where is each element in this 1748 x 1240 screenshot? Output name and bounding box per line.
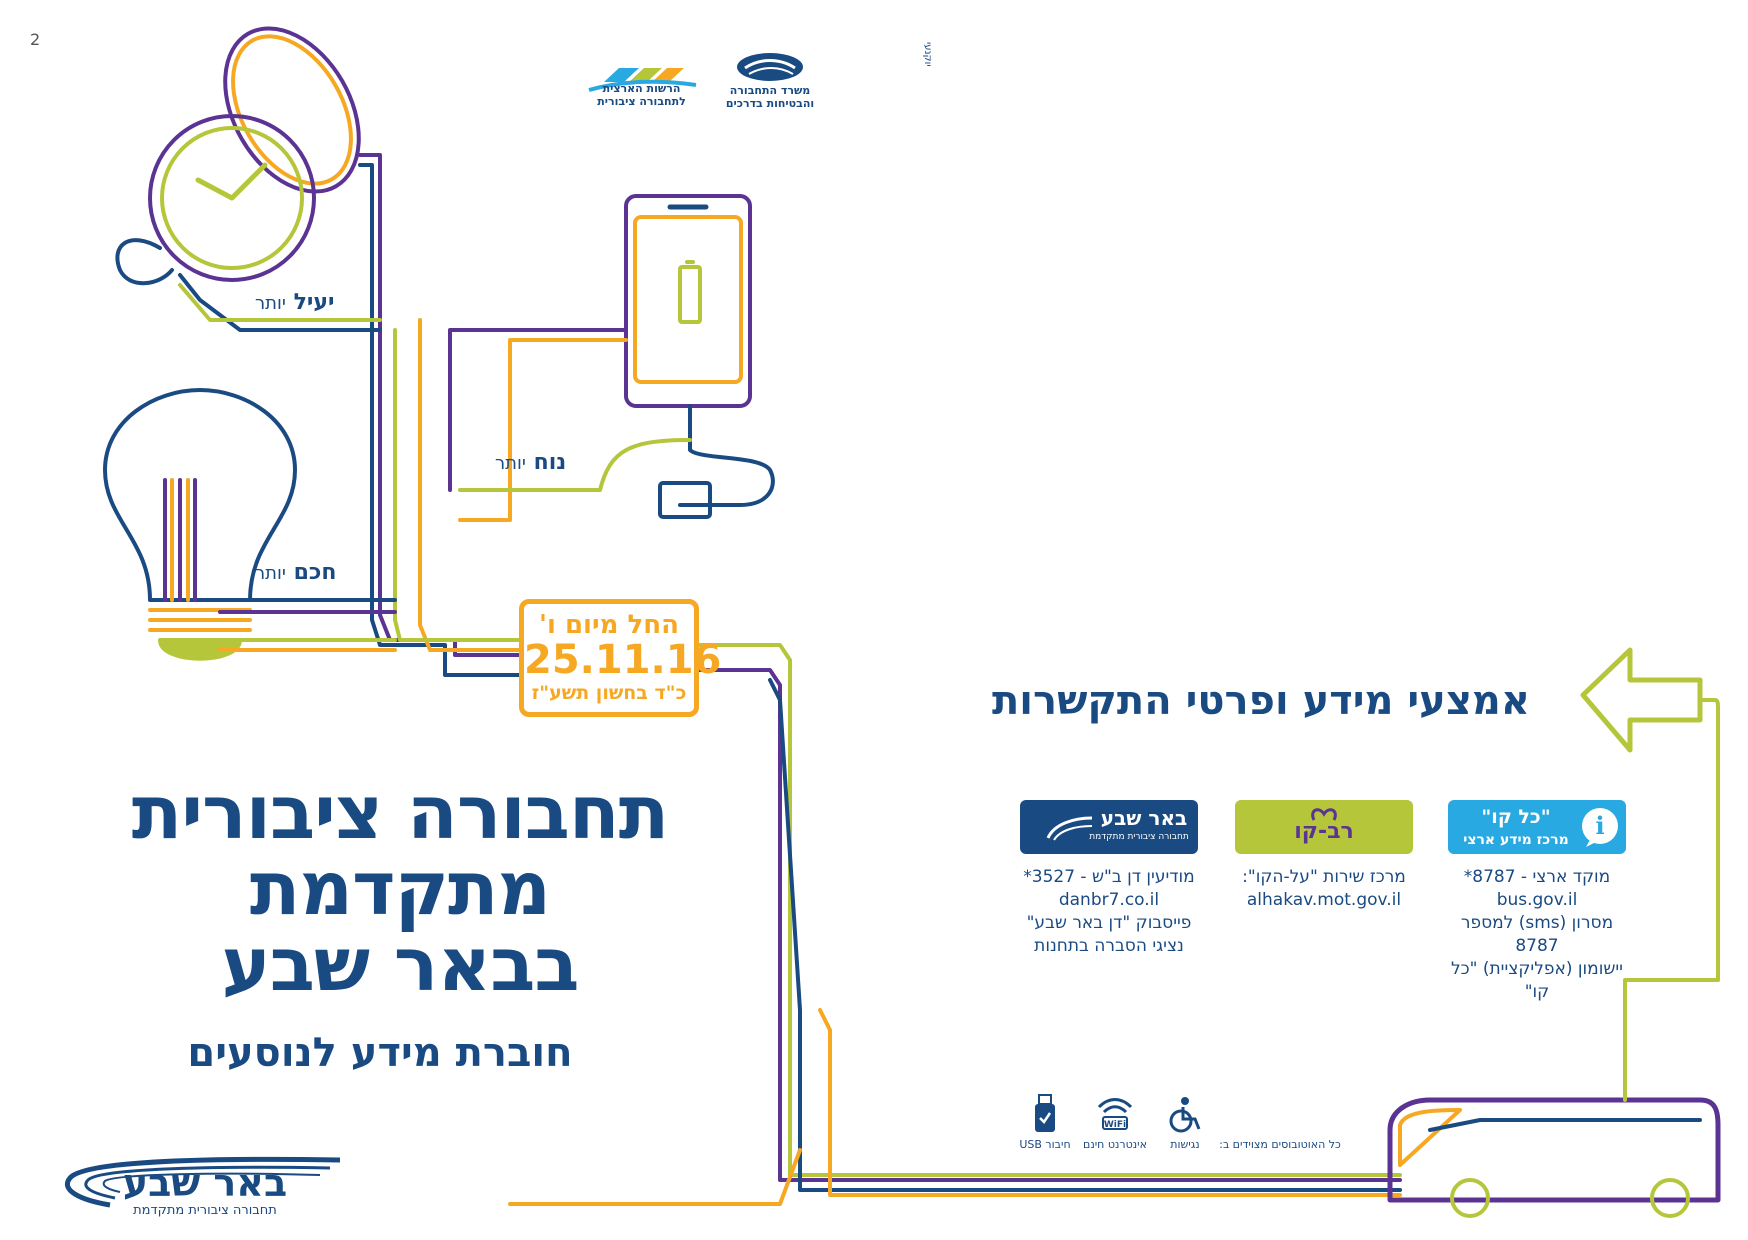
authority-logo-line2: לתחבורה ציבורית bbox=[597, 95, 686, 108]
start-date-box: החל מיום ו' 25.11.16 כ"ד בחשון תשע"ז bbox=[519, 599, 722, 717]
kolkav-app: יישומון (אפליקציית) "כל קו" bbox=[1450, 959, 1623, 1002]
dan-website[interactable]: danbr7.co.il bbox=[1058, 890, 1160, 910]
watch-lid-shape bbox=[223, 26, 361, 194]
line-label-noach-suffix: יותר bbox=[495, 453, 526, 474]
start-date-value: 25.11.16 bbox=[524, 637, 722, 683]
amenity-accessibility-label: נגישות bbox=[1170, 1138, 1200, 1151]
kolkav-card-subtitle: מרכז מידע ארצי bbox=[1463, 832, 1569, 848]
dan-card: באר שבע תחבורה ציבורית מתקדמת bbox=[1020, 800, 1198, 854]
line-label-chacham-suffix: יותר bbox=[255, 563, 286, 584]
kolkav-website[interactable]: bus.gov.il bbox=[1496, 890, 1578, 910]
dan-card-subtitle: תחבורה ציבורית מתקדמת bbox=[1089, 832, 1189, 842]
amenity-accessibility bbox=[1165, 1095, 1205, 1135]
wifi-icon: WiFi bbox=[1097, 1098, 1133, 1130]
dan-phone: מודיעין דן ב"ש - 3527* bbox=[1023, 867, 1195, 887]
svg-text:i: i bbox=[1595, 811, 1604, 840]
ravkav-card: רב-קו bbox=[1235, 800, 1413, 854]
lightbulb-shape bbox=[103, 388, 297, 602]
kolkav-card: i "כל קו" מרכז מידע ארצי bbox=[1448, 800, 1626, 854]
sidebar-mark: יוקנעי bbox=[922, 42, 933, 67]
usb-icon bbox=[1035, 1094, 1055, 1132]
wheelchair-icon bbox=[1169, 1097, 1201, 1133]
authority-logo-line1: הרשות הארצית bbox=[602, 82, 681, 95]
kolkav-phone: מוקד ארצי - 8787* bbox=[1463, 867, 1611, 887]
info-icon: i bbox=[1580, 806, 1620, 847]
dan-card-logo: באר שבע bbox=[1100, 806, 1188, 830]
pocket-watch-shape bbox=[148, 114, 316, 282]
amenity-usb bbox=[1030, 1093, 1060, 1137]
amenity-usb-label: חיבור USB bbox=[1019, 1138, 1071, 1151]
start-date-line1: החל מיום ו' bbox=[539, 610, 679, 640]
ravkav-logo-icon bbox=[1289, 804, 1359, 822]
smartphone-shape bbox=[624, 194, 752, 408]
subtitle: חוברת מידע לנוסעים bbox=[187, 1030, 573, 1076]
beersheva-logo-sub: תחבורה ציבורית מתקדמת bbox=[133, 1203, 277, 1218]
ministry-logo-line2: והבטיחות בדרכים bbox=[725, 97, 815, 110]
amenity-wifi-label: אינטרנט חינם bbox=[1083, 1138, 1147, 1151]
dan-details: מודיעין דן ב"ש - 3527* danbr7.co.il פייס… bbox=[1009, 866, 1209, 958]
amenities-intro: כל האוטובוסים מצוידים ב: bbox=[1219, 1138, 1341, 1151]
beersheva-logo-name: באר שבע bbox=[122, 1161, 288, 1205]
dan-station-reps: נציגי הסברה בתחנות bbox=[1034, 936, 1184, 956]
line-label-noach: נוח יותר bbox=[495, 450, 566, 475]
ministry-logo-line1: משרד התחבורה bbox=[729, 84, 811, 97]
main-title-line2: מתקדמת bbox=[249, 846, 551, 932]
kolkav-card-title: "כל קו" bbox=[1481, 806, 1551, 828]
line-label-yael-name: יעיל bbox=[293, 290, 335, 315]
amenity-wifi: WiFi bbox=[1095, 1095, 1135, 1135]
main-title: תחבורה ציבורית מתקדמת בבאר שבע bbox=[100, 775, 700, 1003]
line-label-chacham-name: חכם bbox=[293, 560, 337, 585]
line-label-yael: יעיל יותר bbox=[255, 290, 335, 315]
page-number: 2 bbox=[30, 30, 41, 49]
bus-shape bbox=[1387, 1097, 1721, 1203]
ravkav-details: מרכז שירות "על-הקו": alhakav.mot.gov.il bbox=[1224, 866, 1424, 912]
beersheva-logo-icon bbox=[65, 1156, 341, 1208]
main-title-line3: בבאר שבע bbox=[221, 922, 580, 1008]
start-date-hebrew: כ"ד בחשון תשע"ז bbox=[531, 682, 687, 704]
ravkav-card-logo: רב-קו bbox=[1294, 819, 1354, 844]
usb-plug-shape bbox=[658, 481, 712, 519]
ministry-logo-icon bbox=[737, 53, 803, 81]
kolkav-sms: מסרון (sms) למספר 8787 bbox=[1460, 913, 1614, 956]
ministry-logo bbox=[735, 52, 805, 82]
arrow-left-shape bbox=[1580, 647, 1703, 753]
svg-text:WiFi: WiFi bbox=[1104, 1120, 1126, 1130]
authority-logo-icon bbox=[588, 68, 697, 92]
kolkav-details: מוקד ארצי - 8787* bus.gov.il מסרון (sms)… bbox=[1437, 866, 1637, 1004]
dan-facebook[interactable]: פייסבוק "דן באר שבע" bbox=[1026, 913, 1192, 933]
line-label-chacham: חכם יותר bbox=[255, 560, 337, 585]
beersheva-logo bbox=[40, 1150, 341, 1212]
authority-logo bbox=[584, 60, 699, 96]
dan-logo-icon bbox=[1044, 810, 1094, 844]
line-label-noach-name: נוח bbox=[533, 450, 567, 475]
contact-heading: אמצעי מידע ופרטי התקשרות bbox=[991, 678, 1530, 724]
main-title-line1: תחבורה ציבורית bbox=[131, 770, 670, 856]
ravkav-website[interactable]: alhakav.mot.gov.il bbox=[1246, 890, 1402, 910]
ravkav-service-center: מרכז שירות "על-הקו": bbox=[1242, 867, 1406, 887]
line-label-yael-suffix: יותר bbox=[255, 293, 286, 314]
